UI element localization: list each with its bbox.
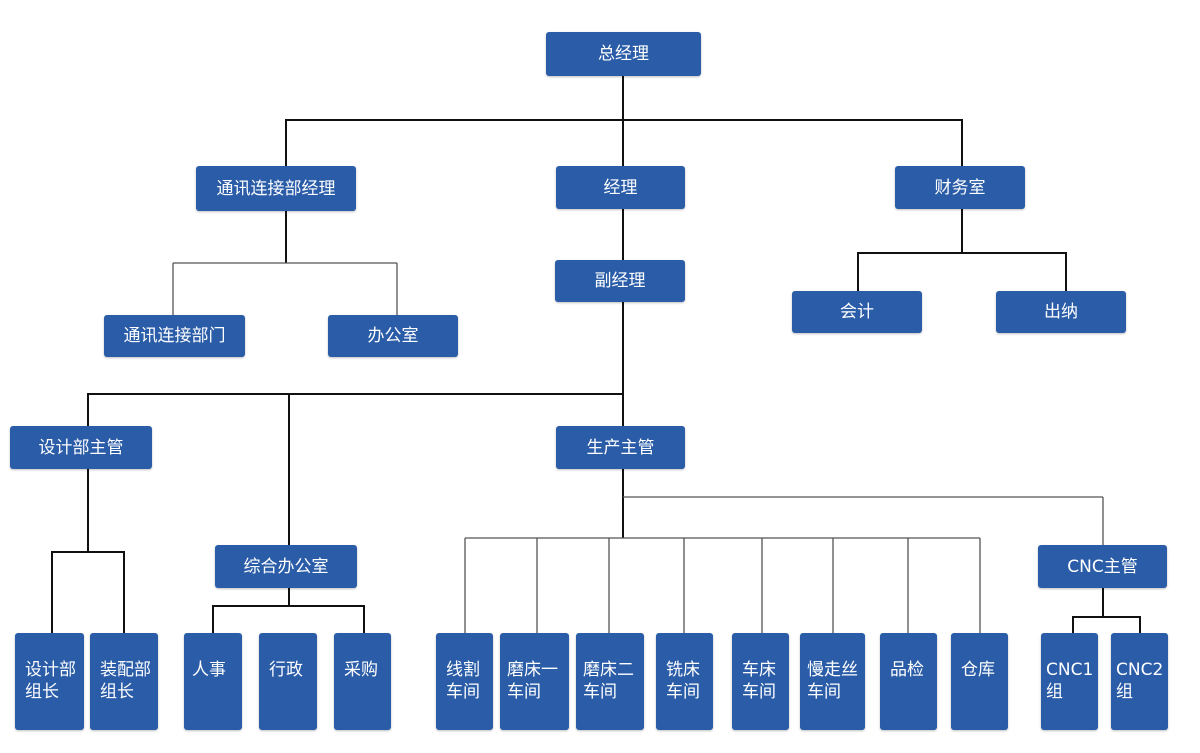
node-label: 磨床一 车间 [507,660,558,702]
node-grinder-2-workshop[interactable]: 磨床二 车间 [576,633,644,730]
node-label: 综合办公室 [243,556,329,577]
node-label: 仓库 [961,660,995,680]
node-label: 出纳 [1044,302,1078,322]
node-manager[interactable]: 经理 [556,166,685,209]
node-admin[interactable]: 行政 [259,633,317,730]
node-assembly-team-lead[interactable]: 装配部 组长 [90,633,158,730]
node-grinder-1-workshop[interactable]: 磨床一 车间 [500,633,569,730]
node-label: CNC2 组 [1116,660,1164,702]
node-label: 通讯连接部经理 [216,178,336,199]
node-label: 通讯连接部门 [123,326,226,346]
node-label: 品检 [890,660,924,680]
node-general-office[interactable]: 综合办公室 [215,545,357,588]
node-label: 采购 [344,660,378,680]
node-label: 磨床二 车间 [583,660,634,702]
node-label: 经理 [603,177,638,198]
node-design-team-lead[interactable]: 设计部 组长 [15,633,84,730]
node-label: 副经理 [594,271,646,291]
node-label: 生产主管 [586,437,655,458]
node-label: 车床 车间 [742,660,776,702]
node-wire-cut-workshop[interactable]: 线割 车间 [436,633,493,730]
node-lathe-workshop[interactable]: 车床 车间 [732,633,789,730]
node-label: 总经理 [598,44,649,64]
node-label: 线割 车间 [446,660,480,702]
node-label: 设计部 组长 [25,660,76,702]
node-label: 会计 [840,302,874,322]
node-office[interactable]: 办公室 [328,315,458,357]
node-cnc-head[interactable]: CNC主管 [1038,545,1167,588]
node-label: 铣床 车间 [666,660,700,702]
node-production-head[interactable]: 生产主管 [556,426,685,469]
node-deputy-manager[interactable]: 副经理 [555,260,685,302]
node-hr[interactable]: 人事 [184,633,242,730]
node-finance-office[interactable]: 财务室 [895,166,1025,209]
node-design-head[interactable]: 设计部主管 [10,426,152,469]
node-comm-dept-manager[interactable]: 通讯连接部经理 [196,166,356,211]
node-cnc2-group[interactable]: CNC2 组 [1111,633,1168,730]
node-comm-dept[interactable]: 通讯连接部门 [104,315,245,357]
node-quality-inspection[interactable]: 品检 [880,633,937,730]
node-cnc1-group[interactable]: CNC1 组 [1041,633,1098,730]
node-label: 慢走丝 车间 [807,660,858,702]
node-label: 装配部 组长 [100,660,151,702]
node-warehouse[interactable]: 仓库 [951,633,1008,730]
node-label: CNC主管 [1067,556,1138,577]
node-accounting[interactable]: 会计 [792,291,922,333]
node-label: 设计部主管 [38,437,124,458]
node-milling-workshop[interactable]: 铣床 车间 [656,633,713,730]
node-label: 人事 [192,660,226,680]
node-purchasing[interactable]: 采购 [334,633,391,730]
node-label: 行政 [269,660,303,680]
node-label: 财务室 [934,177,986,198]
node-label: 办公室 [367,326,419,346]
node-label: CNC1 组 [1046,660,1094,702]
node-cashier[interactable]: 出纳 [996,291,1126,333]
node-general-manager[interactable]: 总经理 [546,32,701,76]
node-slow-wire-workshop[interactable]: 慢走丝 车间 [800,633,865,730]
